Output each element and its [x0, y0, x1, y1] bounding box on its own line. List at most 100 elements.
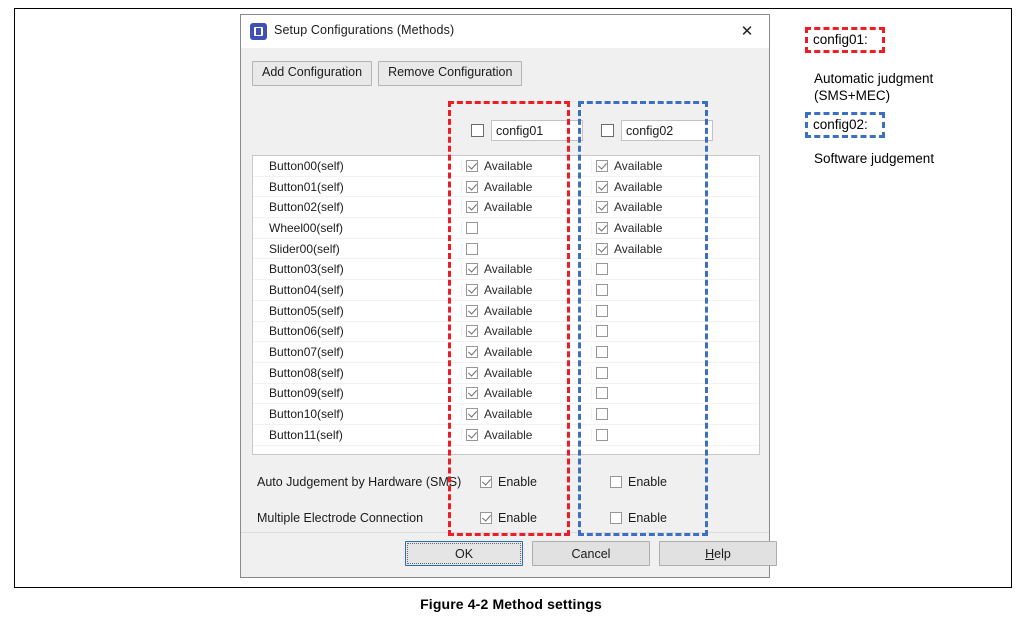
row-config01-cell[interactable]	[461, 242, 591, 255]
row-config02-cell[interactable]	[591, 263, 721, 276]
table-row[interactable]: Button08(self)Available	[253, 363, 759, 384]
row-config02-checkbox[interactable]	[596, 408, 608, 421]
row-config02-cell[interactable]	[591, 387, 721, 400]
row-config02-checkbox[interactable]	[596, 242, 608, 255]
table-row[interactable]: Button04(self)Available	[253, 280, 759, 301]
multiple-electrode-config01-checkbox[interactable]	[480, 512, 492, 524]
row-config01-label: Available	[484, 324, 533, 339]
row-config01-cell[interactable]: Available	[461, 200, 591, 215]
row-config01-cell[interactable]: Available	[461, 345, 591, 360]
row-config02-checkbox[interactable]	[596, 221, 608, 234]
close-icon[interactable]: ✕	[740, 22, 754, 40]
row-config01-cell[interactable]: Available	[461, 427, 591, 442]
row-config01-checkbox[interactable]	[466, 408, 478, 421]
row-config02-cell[interactable]	[591, 283, 721, 296]
auto-judgement-config01-checkbox[interactable]	[480, 476, 492, 488]
row-config01-checkbox[interactable]	[466, 366, 478, 379]
table-row[interactable]: Button03(self)Available	[253, 259, 759, 281]
row-label: Wheel00(self)	[269, 220, 344, 235]
row-config02-checkbox[interactable]	[596, 366, 608, 379]
option-enable-label: Enable	[628, 475, 667, 489]
row-config02-checkbox[interactable]	[596, 325, 608, 338]
row-config01-cell[interactable]: Available	[461, 324, 591, 339]
row-config02-cell[interactable]: Available	[591, 241, 721, 256]
row-config02-checkbox[interactable]	[596, 159, 608, 172]
config-header-row: config01 config02	[252, 118, 760, 151]
row-config01-label: Available	[484, 179, 533, 194]
table-row[interactable]: Button05(self)Available	[253, 301, 759, 322]
row-config01-checkbox[interactable]	[466, 428, 478, 441]
option-label: Auto Judgement by Hardware (SMS)	[257, 475, 462, 489]
row-config02-cell[interactable]: Available	[591, 179, 721, 194]
row-label: Button00(self)	[269, 158, 344, 173]
row-config01-checkbox[interactable]	[466, 346, 478, 359]
row-config01-cell[interactable]: Available	[461, 262, 591, 277]
row-config02-checkbox[interactable]	[596, 346, 608, 359]
row-config01-checkbox[interactable]	[466, 159, 478, 172]
row-config02-cell[interactable]: Available	[591, 220, 721, 235]
table-row[interactable]	[253, 446, 759, 454]
ok-button[interactable]: OK	[405, 541, 523, 566]
row-config01-cell[interactable]: Available	[461, 386, 591, 401]
row-config02-cell[interactable]	[591, 346, 721, 359]
table-row[interactable]: Button10(self)Available	[253, 404, 759, 425]
row-config02-cell[interactable]: Available	[591, 158, 721, 173]
row-config02-checkbox[interactable]	[596, 304, 608, 317]
row-config01-cell[interactable]	[461, 221, 591, 234]
row-config01-checkbox[interactable]	[466, 304, 478, 317]
row-config01-checkbox[interactable]	[466, 283, 478, 296]
cancel-button[interactable]: Cancel	[532, 541, 650, 566]
table-row[interactable]: Slider00(self)Available	[253, 239, 759, 260]
annotation-config02-line1: Software judgement	[814, 151, 935, 166]
row-config01-checkbox[interactable]	[466, 180, 478, 193]
annotation-config01-line2: (SMS+MEC)	[814, 88, 891, 103]
table-row[interactable]: Button07(self)Available	[253, 342, 759, 363]
config02-name-input[interactable]: config02	[621, 120, 713, 141]
row-config01-cell[interactable]: Available	[461, 158, 591, 173]
row-config01-cell[interactable]: Available	[461, 179, 591, 194]
row-config01-checkbox[interactable]	[466, 325, 478, 338]
row-config02-cell[interactable]	[591, 325, 721, 338]
row-config02-checkbox[interactable]	[596, 283, 608, 296]
row-config02-cell[interactable]	[591, 408, 721, 421]
row-config01-cell[interactable]: Available	[461, 282, 591, 297]
row-config02-checkbox[interactable]	[596, 201, 608, 214]
table-row[interactable]: Button00(self) Available Available	[253, 156, 759, 177]
add-configuration-button[interactable]: Add Configuration	[252, 61, 373, 86]
auto-judgement-config02-checkbox[interactable]	[610, 476, 622, 488]
row-config01-cell[interactable]: Available	[461, 407, 591, 422]
row-config01-label: Available	[484, 158, 533, 173]
row-config02-cell[interactable]	[591, 366, 721, 379]
row-config01-checkbox[interactable]	[466, 221, 478, 234]
row-config02-cell[interactable]: Available	[591, 200, 721, 215]
config02-select-checkbox[interactable]	[601, 124, 614, 137]
row-config01-checkbox[interactable]	[466, 242, 478, 255]
row-config01-checkbox[interactable]	[466, 201, 478, 214]
multiple-electrode-config02-checkbox[interactable]	[610, 512, 622, 524]
table-row[interactable]: Wheel00(self) Available	[253, 218, 759, 239]
config01-name-input[interactable]: config01	[491, 120, 583, 141]
annotation-text-config02: Software judgement	[814, 150, 934, 167]
row-config01-checkbox[interactable]	[466, 387, 478, 400]
row-config02-checkbox[interactable]	[596, 387, 608, 400]
table-row[interactable]: Button06(self)Available	[253, 322, 759, 343]
row-config01-checkbox[interactable]	[466, 263, 478, 276]
row-config02-checkbox[interactable]	[596, 428, 608, 441]
row-config02-checkbox[interactable]	[596, 180, 608, 193]
table-row[interactable]: Button11(self)Available	[253, 425, 759, 446]
row-config01-cell[interactable]: Available	[461, 365, 591, 380]
annotation-config01-line1: Automatic judgment	[814, 71, 934, 86]
config01-select-checkbox[interactable]	[471, 124, 484, 137]
row-config02-checkbox[interactable]	[596, 263, 608, 276]
remove-configuration-button[interactable]: Remove Configuration	[378, 61, 523, 86]
table-row[interactable]: Button09(self)Available	[253, 384, 759, 405]
row-config02-cell[interactable]	[591, 304, 721, 317]
row-config02-cell[interactable]	[591, 428, 721, 441]
option-enable-label: Enable	[498, 511, 537, 525]
config-column-header-1: config01	[471, 120, 583, 141]
row-config01-cell[interactable]: Available	[461, 303, 591, 318]
